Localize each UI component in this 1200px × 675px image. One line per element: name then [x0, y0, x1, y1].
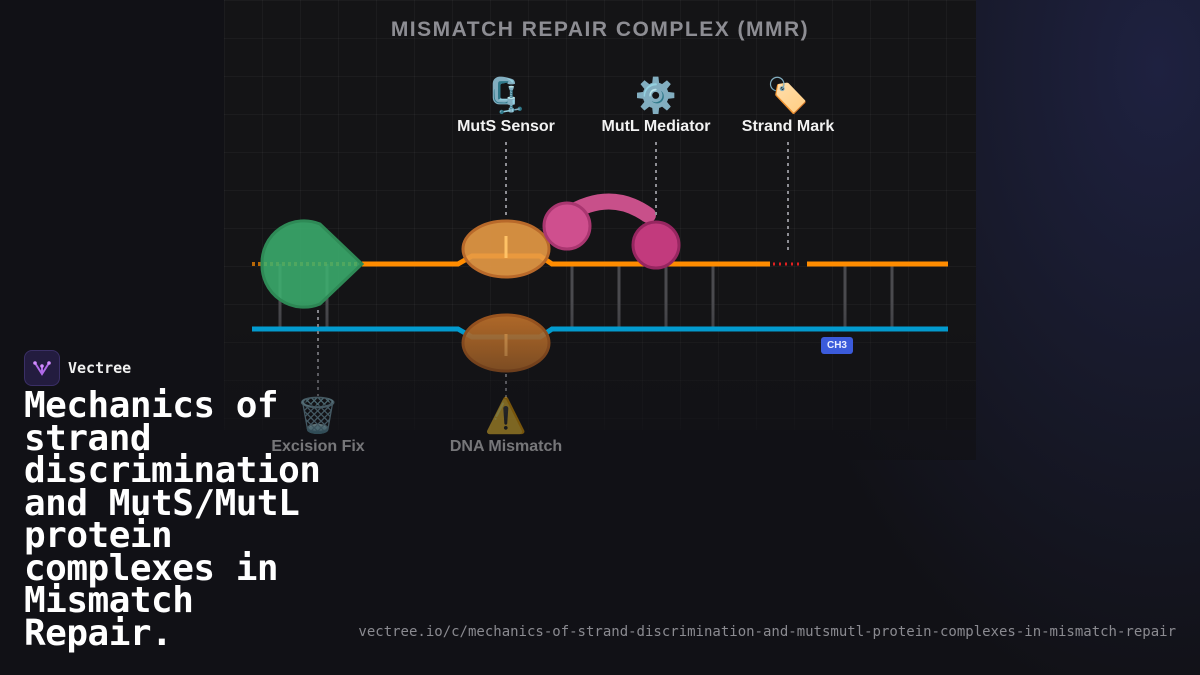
brand-name: Vectree — [68, 359, 132, 377]
brand[interactable]: Vectree — [24, 350, 131, 386]
tag-icon: 🏷️ — [766, 76, 810, 116]
panel-fade — [224, 300, 976, 460]
exonuclease-shape — [260, 219, 365, 309]
vectree-logo-icon — [24, 350, 60, 386]
dna-mismatch-label: DNA Mismatch — [449, 438, 563, 455]
warning-icon: ⚠️ — [484, 396, 528, 436]
excision-fix-label: Excision Fix — [271, 438, 365, 455]
page-url[interactable]: vectree.io/c/mechanics-of-strand-discrim… — [358, 624, 1176, 640]
clamp-icon: 🗜️ — [484, 76, 528, 116]
methyl-badge: CH3 — [821, 337, 853, 354]
gear-icon: ⚙️ — [634, 76, 678, 116]
mutl-head-right — [631, 220, 681, 270]
diagram-title: MISMATCH REPAIR COMPLEX (MMR) — [390, 18, 810, 41]
trash-icon: 🗑️ — [296, 396, 340, 436]
muts-sensor-label: MutS Sensor — [457, 118, 555, 135]
mutl-mediator-label: MutL Mediator — [601, 118, 711, 135]
strand-mark-label: Strand Mark — [741, 118, 835, 135]
mutl-head-left — [542, 201, 592, 251]
page-headline: Mechanics of strand discrimination and M… — [24, 385, 321, 654]
